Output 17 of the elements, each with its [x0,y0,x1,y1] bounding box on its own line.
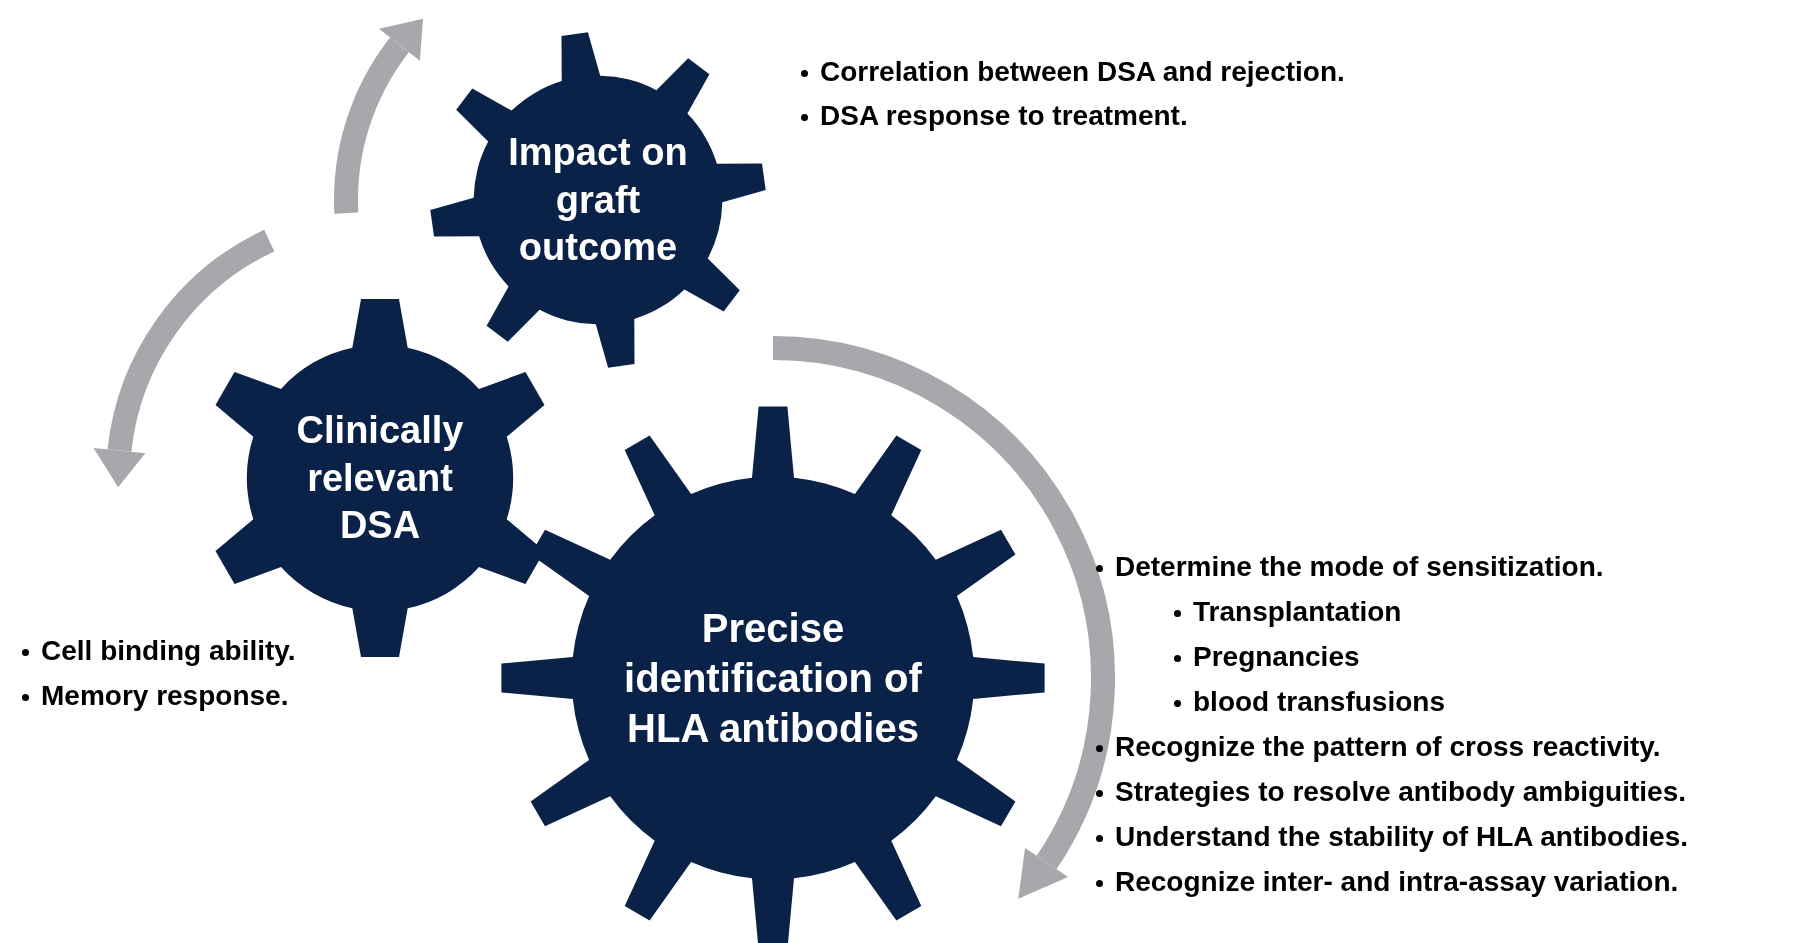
bullet-item: blood transfusions [1193,686,1445,718]
bullet-item: Understand the stability of HLA antibodies. [1115,821,1688,853]
gear-label: Clinically relevant DSA [295,407,465,548]
bullet-item: DSA response to treatment. [820,100,1188,132]
bullet-item: Recognize the pattern of cross reactivity. [1115,731,1661,763]
bullet-item: Transplantation [1193,596,1402,628]
bullet-item: Cell binding ability. [41,635,296,667]
bullet-item: Determine the mode of sensitization. [1115,551,1604,583]
gear [501,406,1045,943]
gear-label: Impact on graft outcome [507,129,689,270]
bullet-item: Memory response. [41,680,289,712]
gear [430,32,766,368]
bullet-item: Strategies to resolve antibody ambiguities. [1115,776,1687,808]
bullet-item: Correlation between DSA and rejection. [820,56,1345,88]
gear-label: Precise identification of HLA antibodies [623,605,923,752]
bullet-item: Pregnancies [1193,641,1360,673]
bullet-item: Recognize inter- and intra-assay variation. [1115,866,1679,898]
